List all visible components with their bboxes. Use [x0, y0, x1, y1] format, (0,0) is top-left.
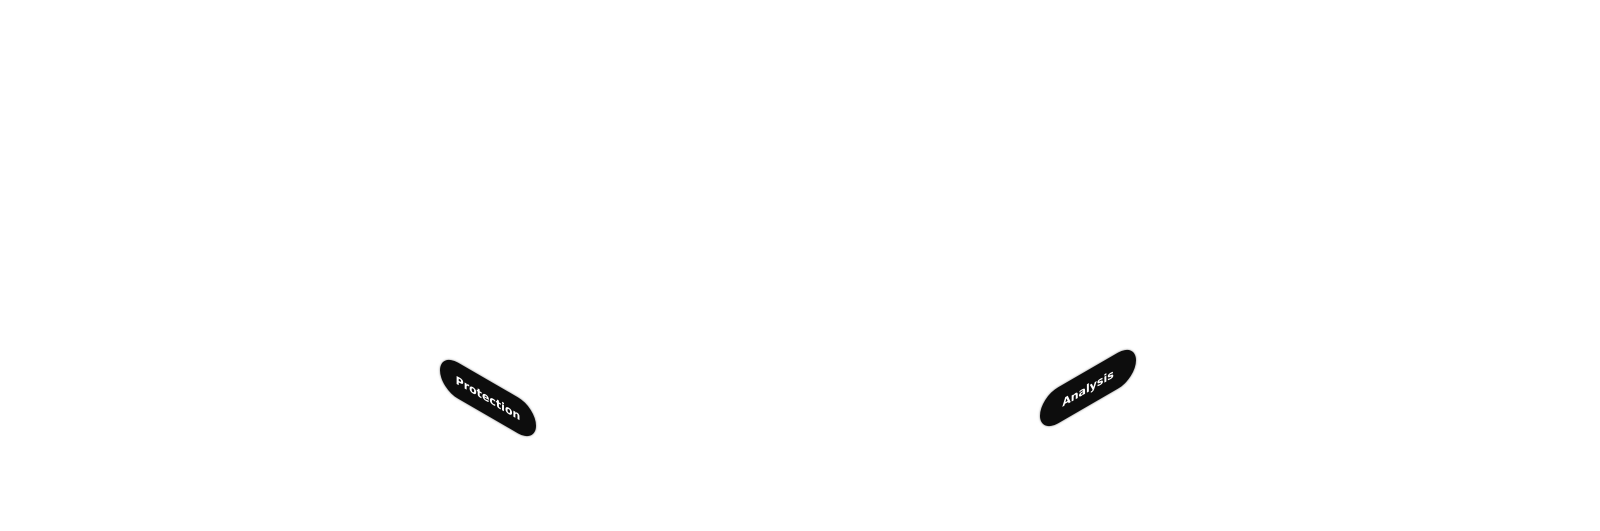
- protection-badge-label: Protection: [455, 372, 521, 424]
- protection-badge: Protection: [440, 352, 536, 444]
- analysis-badge: Analysis: [1040, 342, 1136, 434]
- analysis-badge-label: Analysis: [1062, 366, 1114, 410]
